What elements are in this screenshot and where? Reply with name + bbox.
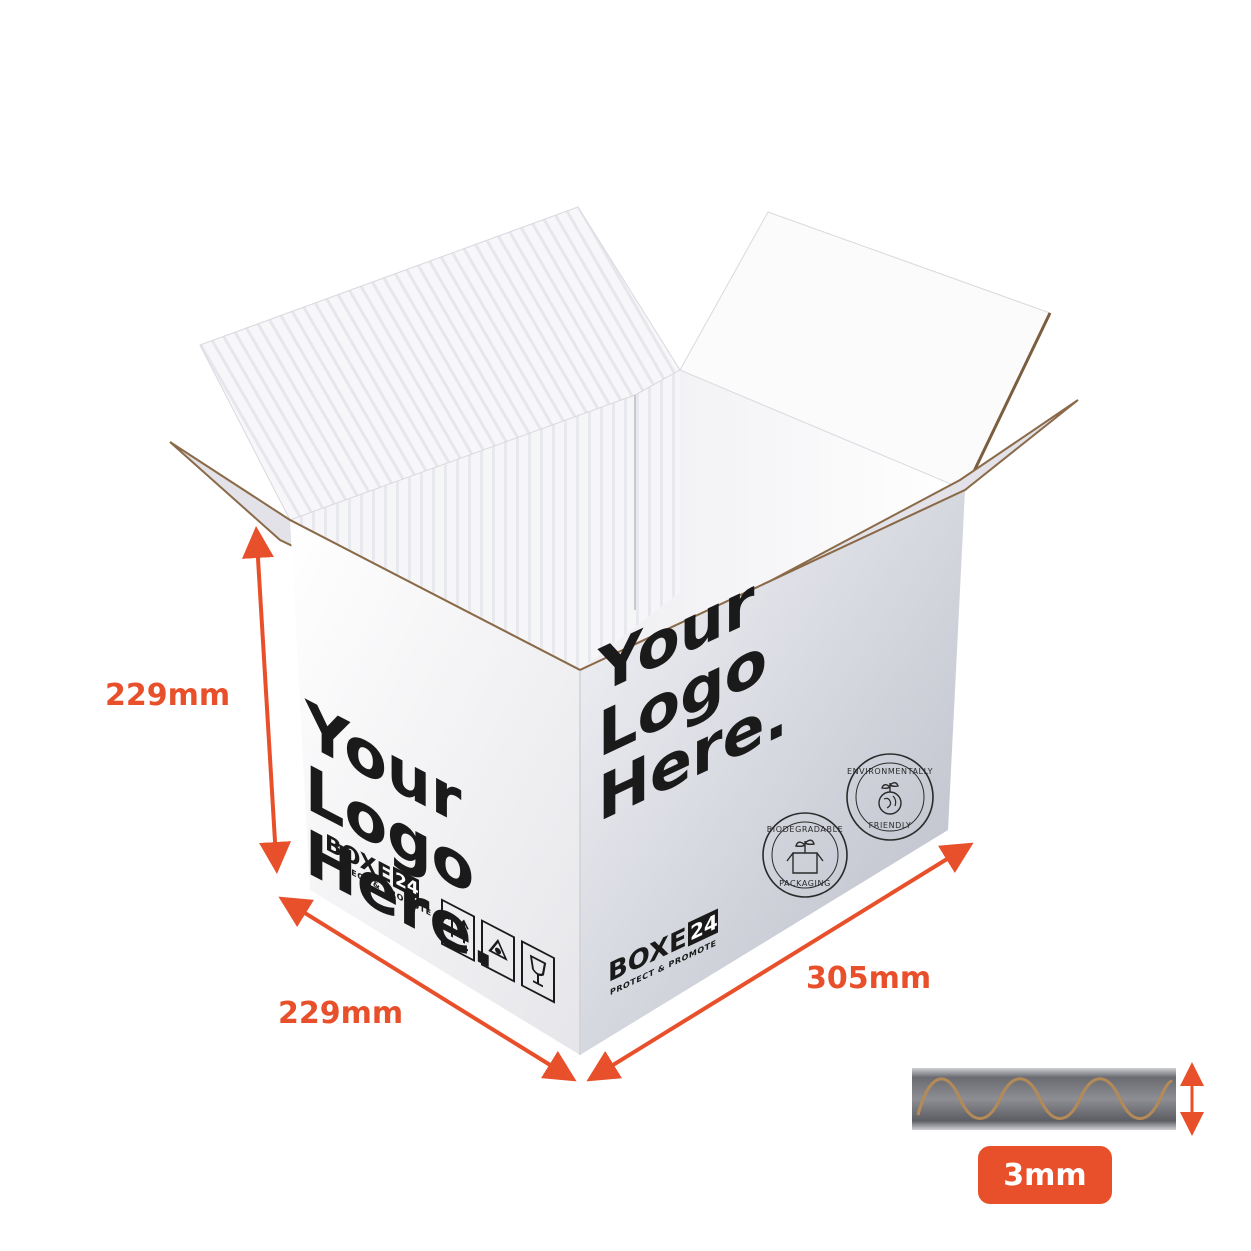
badge-biodegradable-bottom: PACKAGING [779,879,831,888]
width-dimension: 229mm [278,896,577,1082]
badge-environmentally-top: ENVIRONMENTALLY [847,767,933,776]
width-arrow [278,896,577,1082]
length-dimension: 305mm [586,842,974,1082]
badge-environmentally-bottom: FRIENDLY [869,821,912,830]
height-arrow [241,526,292,874]
inner-right-wall [580,370,965,670]
height-label: 229mm [105,678,230,713]
badge-biodegradable-top: BIODEGRADABLE [767,825,844,834]
back-left-flap [199,206,681,521]
width-label: 229mm [278,996,403,1031]
flute-wave [916,1077,1174,1120]
length-label: 305mm [806,961,931,996]
thickness-pill [978,1146,1112,1204]
board-thickness-indicator: 3mm [912,1062,1204,1204]
globe-plant-icon [878,782,902,815]
badge-environmentally-friendly: ENVIRONMENTALLY FRIENDLY [846,753,934,841]
length-arrow [586,842,974,1082]
height-dimension: 229mm [105,526,292,874]
inner-left-wall [290,370,680,670]
thickness-label: 3mm [1003,1158,1086,1193]
corrugated-board-sample [912,1068,1176,1130]
shipping-box: Your Logo Here. BOXES 24 PROTECT & PROMO… [169,206,1079,1055]
